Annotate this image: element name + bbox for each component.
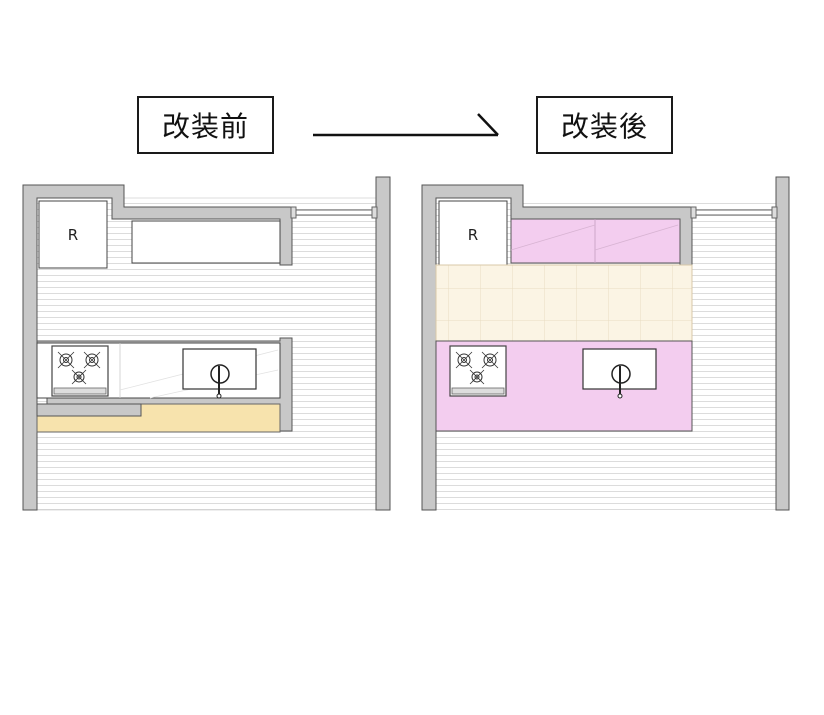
window-after [690,206,778,219]
fridge-label-after: R [468,226,478,244]
stove-before [51,345,109,397]
stove-after [449,345,507,397]
wall-before-top [22,184,293,511]
sink-before [182,348,257,399]
transition-arrow [313,113,499,137]
fridge-label-before: R [68,226,78,244]
burner-icon [83,351,101,369]
wall-after-right [775,176,790,511]
fridge-after [438,200,508,269]
burner-icon [71,369,87,385]
burner-icon [481,351,499,369]
after-label: 改装後 [536,96,673,154]
burner-icon [469,369,485,385]
burner-icon [455,351,473,369]
plan-before: R [22,176,391,511]
wall-before-right [375,176,391,511]
cabinet-after [510,218,681,264]
burner-icon [57,351,75,369]
sink-after [582,348,657,399]
fridge-before [38,200,108,269]
plan-after: R [421,176,790,511]
cabinet-before [131,220,281,264]
tile-floor-after [435,264,693,342]
window-before [290,206,378,219]
before-label: 改装前 [137,96,274,154]
